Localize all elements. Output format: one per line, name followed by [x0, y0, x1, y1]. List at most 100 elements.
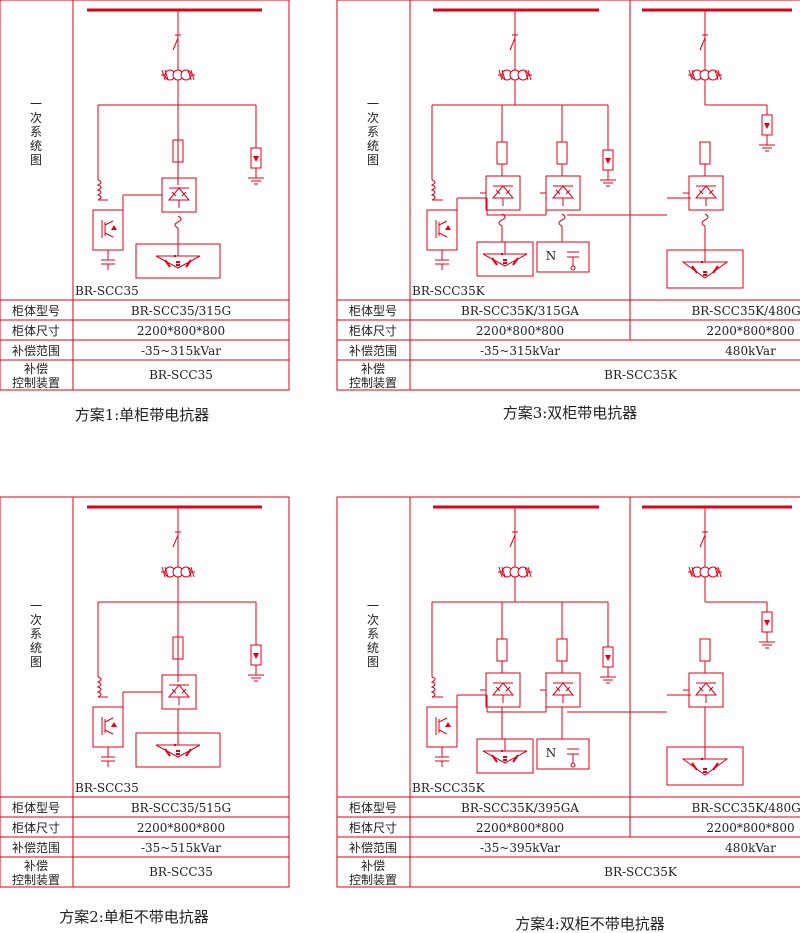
system-label-char: 系: [30, 125, 42, 139]
row-label-control-1: 补偿: [24, 858, 48, 873]
surge-arrester-symbol: [600, 149, 616, 187]
system-label-char: 统: [30, 641, 42, 655]
controller-model: BR-SCC35: [149, 368, 213, 382]
surge-arrester-symbol: [600, 646, 616, 684]
cabinet-size-1: 2200*800*800: [137, 821, 225, 835]
neutral-label: N: [546, 746, 557, 760]
capacitor-bank-symbol: [476, 738, 534, 774]
fuse-symbol: [172, 139, 184, 163]
scheme-caption: 方案1:单柜带电抗器: [75, 406, 210, 424]
controller-module-symbol: [92, 209, 124, 270]
cabinet-range-1: -35~315kVar: [480, 344, 560, 358]
cabinet-model-2: BR-SCC35K/480GB: [691, 304, 800, 318]
row-label-model: 柜体型号: [349, 304, 397, 318]
system-label-char: 次: [30, 111, 42, 125]
system-label-char: 统: [367, 139, 379, 153]
neutral-capacitor-symbol: N: [536, 241, 590, 273]
system-label-char: 系: [367, 627, 379, 641]
fuse-symbol: [172, 636, 184, 660]
scheme-frame: [0, 0, 290, 391]
current-transformer-symbol: [687, 566, 723, 578]
surge-arrester-symbol: [248, 644, 264, 682]
neutral-capacitor-symbol: N: [536, 738, 590, 770]
cabinet-size-1: 2200*800*800: [476, 821, 564, 835]
system-label-char: 统: [367, 641, 379, 655]
system-label-char: 次: [367, 111, 379, 125]
row-label-range: 补偿范围: [12, 343, 60, 358]
thyristor-module-symbol: [540, 672, 581, 708]
diagram-model-label: BR-SCC35: [75, 284, 139, 298]
breaker-symbol: [172, 30, 181, 51]
current-transformer-symbol: [160, 69, 196, 81]
row-label-control-1: 补偿: [24, 361, 48, 376]
scheme-caption: 方案4:双柜不带电抗器: [515, 915, 665, 933]
cabinet-model-2: BR-SCC35K/480GB: [691, 801, 800, 815]
system-label-char: 系: [30, 627, 42, 641]
row-label-size: 柜体尺寸: [12, 821, 60, 835]
scheme-caption: 方案3:双柜带电抗器: [503, 404, 638, 422]
reactor-coil-symbol: [430, 676, 436, 698]
controller-model: BR-SCC35K: [604, 368, 678, 382]
fuse-symbol: [496, 141, 508, 165]
controller-model: BR-SCC35K: [604, 865, 678, 879]
system-label-char: 一: [30, 599, 42, 613]
scheme-caption: 方案2:单柜不带电抗器: [59, 908, 209, 926]
breaker-symbol: [699, 527, 708, 548]
scheme-panel-3: 一次系统图柜体型号柜体尺寸补偿范围补偿控制装置BR-SCC35BR-SCC35/…: [0, 496, 290, 888]
system-label-char: 图: [30, 153, 42, 167]
thyristor-module-symbol: [480, 672, 521, 708]
scheme-panel-4: 一次系统图柜体型号柜体尺寸补偿范围补偿控制装置BR-SCC35KBR-SCC35…: [336, 496, 800, 888]
thyristor-module-symbol: [683, 672, 724, 708]
cabinet-size-2: 2200*800*800: [706, 324, 794, 338]
row-label-control-2: 控制装置: [12, 376, 60, 390]
cabinet-size-1: 2200*800*800: [137, 324, 225, 338]
diagram-model-label: BR-SCC35: [75, 781, 139, 795]
capacitor-bank-symbol: [135, 243, 221, 279]
choke-symbol: [558, 213, 566, 227]
controller-module-symbol: [426, 209, 458, 270]
system-label-char: 统: [30, 139, 42, 153]
choke-symbol: [174, 215, 182, 229]
system-label-char: 一: [367, 97, 379, 111]
system-label-char: 图: [367, 153, 379, 167]
row-label-model: 柜体型号: [12, 304, 60, 318]
row-label-range: 补偿范围: [349, 840, 397, 855]
row-label-control-2: 控制装置: [12, 873, 60, 887]
current-transformer-symbol: [687, 69, 723, 81]
row-label-model: 柜体型号: [349, 801, 397, 815]
reactor-coil-symbol: [430, 179, 436, 201]
system-label-char: 系: [367, 125, 379, 139]
row-label-control-1: 补偿: [361, 361, 385, 376]
row-label-size: 柜体尺寸: [349, 821, 397, 835]
breaker-symbol: [172, 527, 181, 548]
row-label-control-2: 控制装置: [349, 376, 397, 390]
cabinet-model-1: BR-SCC35K/395GA: [461, 801, 579, 815]
thyristor-module-symbol: [480, 175, 521, 211]
diagram-model-label: BR-SCC35K: [412, 781, 486, 795]
cabinet-range-1: -35~515kVar: [141, 841, 221, 855]
thyristor-module-symbol: [156, 674, 197, 710]
current-transformer-symbol: [497, 69, 533, 81]
system-label-char: 一: [30, 97, 42, 111]
system-label-char: 图: [367, 655, 379, 669]
controller-module-symbol: [426, 706, 458, 767]
diagram-model-label: BR-SCC35K: [412, 284, 486, 298]
breaker-symbol: [509, 30, 518, 51]
breaker-symbol: [509, 527, 518, 548]
fuse-symbol: [556, 141, 568, 165]
cabinet-model-1: BR-SCC35/515G: [131, 801, 231, 815]
row-label-size: 柜体尺寸: [349, 324, 397, 338]
fuse-symbol: [496, 638, 508, 662]
fuse-symbol: [699, 141, 711, 165]
capacitor-bank-symbol: [476, 241, 534, 277]
cabinet-model-1: BR-SCC35K/315GA: [461, 304, 579, 318]
cabinet-size-1: 2200*800*800: [476, 324, 564, 338]
current-transformer-symbol: [160, 566, 196, 578]
choke-symbol: [701, 213, 709, 227]
controller-module-symbol: [92, 706, 124, 767]
